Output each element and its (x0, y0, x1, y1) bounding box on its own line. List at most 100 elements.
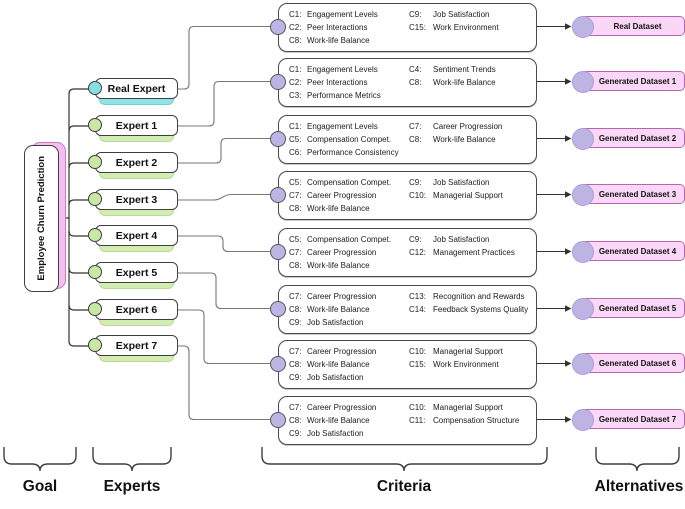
alternative-label: Generated Dataset 4 (580, 241, 685, 261)
criterion: C2:Peer Interactions (289, 78, 368, 87)
criterion-label: Job Satisfaction (307, 373, 364, 382)
criterion: C8:Work-life Balance (289, 36, 370, 45)
criteria-alternative-connectors (535, 25, 565, 421)
expert-label: Expert 2 (95, 152, 178, 173)
criterion-label: Peer Interactions (307, 23, 368, 32)
expert-label: Expert 3 (95, 189, 178, 210)
criterion: C6:Performance Consistency (289, 148, 399, 157)
criterion-label: Compensation Compet. (307, 235, 392, 244)
section-label-experts: Experts (103, 478, 161, 495)
expert-node-4: Expert 4 (88, 225, 178, 252)
criteria-box-6: C7:Career Progression C8:Work-life Balan… (270, 285, 537, 334)
criterion: C12:Management Practices (409, 248, 515, 257)
criteria-box-5: C5:Compensation Compet. C7:Career Progre… (270, 228, 537, 277)
criterion: C9:Job Satisfaction (409, 235, 490, 244)
expert-label: Expert 4 (95, 225, 178, 246)
brace-criteria (261, 447, 548, 472)
criterion-label: Job Satisfaction (307, 429, 364, 438)
expert-label: Expert 7 (95, 335, 178, 356)
criterion: C5:Compensation Compet. (289, 178, 392, 187)
expert-node-3: Expert 3 (88, 189, 178, 216)
alternative-pill-7: Generated Dataset 7 (572, 408, 685, 431)
alternative-node-icon (572, 241, 594, 263)
criterion: C1:Engagement Levels (289, 65, 378, 74)
criterion: C8:Work-life Balance (409, 78, 496, 87)
expert-node-2: Expert 2 (88, 152, 178, 179)
criterion-label: Career Progression (307, 248, 377, 257)
expert-node-6: Expert 6 (88, 299, 178, 326)
alternative-pill-real-dataset: Real Dataset (572, 15, 685, 38)
alternative-label: Generated Dataset 7 (580, 409, 685, 429)
criteria-box-8: C7:Career Progression C8:Work-life Balan… (270, 396, 537, 445)
criterion-label: Peer Interactions (307, 78, 368, 87)
criterion-label: Compensation Structure (433, 416, 520, 425)
alternative-node-icon (572, 16, 594, 38)
criteria-box-4: C5:Compensation Compet. C7:Career Progre… (270, 171, 537, 220)
alternative-pill-3: Generated Dataset 3 (572, 183, 685, 206)
criterion: C11:Compensation Structure (409, 416, 520, 425)
criterion-label: Sentiment Trends (433, 65, 496, 74)
alternative-node-icon (572, 128, 594, 150)
criterion: C7:Career Progression (289, 292, 377, 301)
criteria-box-2: C1:Engagement Levels C2:Peer Interaction… (270, 58, 537, 107)
expert-node-icon (88, 192, 102, 206)
goal-expert-connectors (64, 88, 90, 347)
alternative-node-icon (572, 353, 594, 375)
criterion-label: Job Satisfaction (433, 10, 490, 19)
brace-goal (3, 447, 77, 472)
criterion-label: Managerial Support (433, 191, 503, 200)
criterion-label: Engagement Levels (307, 65, 378, 74)
criterion: C7:Career Progression (289, 191, 377, 200)
criterion-label: Managerial Support (433, 403, 503, 412)
expert-node-real-expert: Real Expert (88, 78, 178, 105)
alternative-node-icon (572, 298, 594, 320)
criterion-label: Work-life Balance (307, 360, 370, 369)
criteria-node-icon (270, 131, 286, 147)
criterion-label: Job Satisfaction (433, 235, 490, 244)
criterion: C8:Work-life Balance (409, 135, 496, 144)
expert-criteria-connectors (178, 25, 270, 421)
criteria-node-icon (270, 187, 286, 203)
criterion-label: Career Progression (307, 191, 377, 200)
criterion-label: Managerial Support (433, 347, 503, 356)
expert-label: Real Expert (95, 78, 178, 99)
section-label-alternatives: Alternatives (594, 478, 684, 495)
criterion: C1:Engagement Levels (289, 10, 378, 19)
alternative-pill-5: Generated Dataset 5 (572, 297, 685, 320)
criterion-label: Career Progression (307, 403, 377, 412)
expert-node-icon (88, 265, 102, 279)
expert-node-icon (88, 155, 102, 169)
criterion-label: Feedback Systems Quality (433, 305, 529, 314)
alternative-node-icon (572, 71, 594, 93)
criterion-label: Career Progression (433, 122, 503, 131)
criteria-node-icon (270, 244, 286, 260)
section-label-goal: Goal (22, 478, 58, 495)
expert-label: Expert 5 (95, 262, 178, 283)
criterion: C14:Feedback Systems Quality (409, 305, 529, 314)
criterion-label: Recognition and Rewards (433, 292, 525, 301)
alternative-label: Generated Dataset 1 (580, 71, 685, 91)
criterion: C4:Sentiment Trends (409, 65, 496, 74)
expert-node-5: Expert 5 (88, 262, 178, 289)
criterion: C7:Career Progression (289, 403, 377, 412)
criterion: C9:Job Satisfaction (289, 318, 364, 327)
criterion-label: Career Progression (307, 347, 377, 356)
criterion-label: Work-life Balance (433, 78, 496, 87)
alternative-node-icon (572, 184, 594, 206)
arrowheads (565, 23, 572, 423)
criterion-label: Work-life Balance (307, 305, 370, 314)
expert-label: Expert 6 (95, 299, 178, 320)
criterion-label: Performance Consistency (307, 148, 399, 157)
criteria-box-7: C7:Career Progression C8:Work-life Balan… (270, 340, 537, 389)
alternative-label: Real Dataset (580, 16, 685, 36)
criterion: C9:Job Satisfaction (409, 178, 490, 187)
brace-experts (92, 447, 172, 472)
alternative-node-icon (572, 409, 594, 431)
criterion: C8:Work-life Balance (289, 261, 370, 270)
criterion: C10:Managerial Support (409, 403, 503, 412)
criterion: C9:Job Satisfaction (409, 10, 490, 19)
criterion-label: Performance Metrics (307, 91, 381, 100)
alternative-pill-2: Generated Dataset 2 (572, 127, 685, 150)
criteria-node-icon (270, 19, 286, 35)
